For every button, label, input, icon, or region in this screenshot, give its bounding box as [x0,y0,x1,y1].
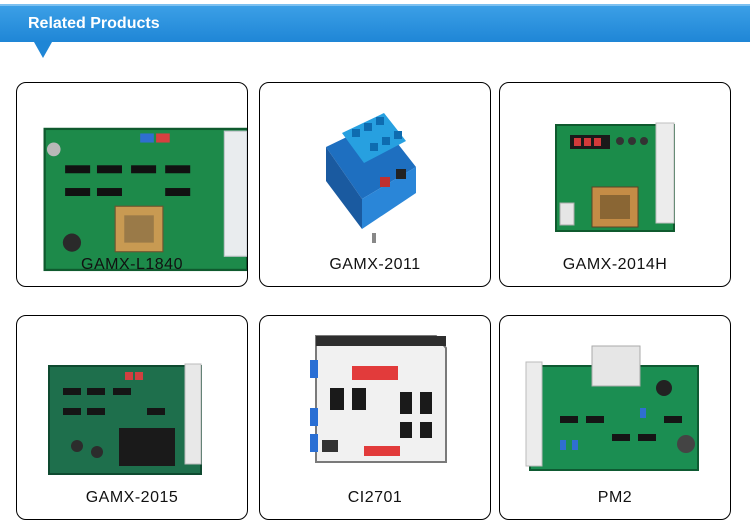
section-title: Related Products [28,15,160,32]
pcb-board-icon [525,345,699,471]
pcb-board-icon [43,127,247,272]
product-card-gamx-l1840[interactable]: GAMX-L1840 [16,82,248,287]
product-name: CI2701 [347,489,403,506]
product-card-gamx-2011[interactable]: GAMX-2011 [259,82,491,287]
product-name: GAMX-L1840 [81,256,183,273]
product-name: GAMX-2011 [329,256,421,273]
product-card-gamx-2015[interactable]: GAMX-2015 [16,315,248,520]
header-pointer [34,42,52,58]
product-card-ci2701[interactable]: CI2701 [259,315,491,520]
product-name: GAMX-2015 [85,489,179,506]
product-name: GAMX-2014H [562,256,668,273]
product-card-gamx-2014h[interactable]: GAMX-2014H [499,82,731,287]
pcb-board-icon [48,363,202,475]
pcb-board-display-icon [555,122,675,232]
product-card-pm2[interactable]: PM2 [499,315,731,520]
section-header: Related Products [0,4,750,42]
din-rail-module-icon [326,113,416,243]
control-card-icon [310,335,447,463]
product-name: PM2 [597,489,633,506]
